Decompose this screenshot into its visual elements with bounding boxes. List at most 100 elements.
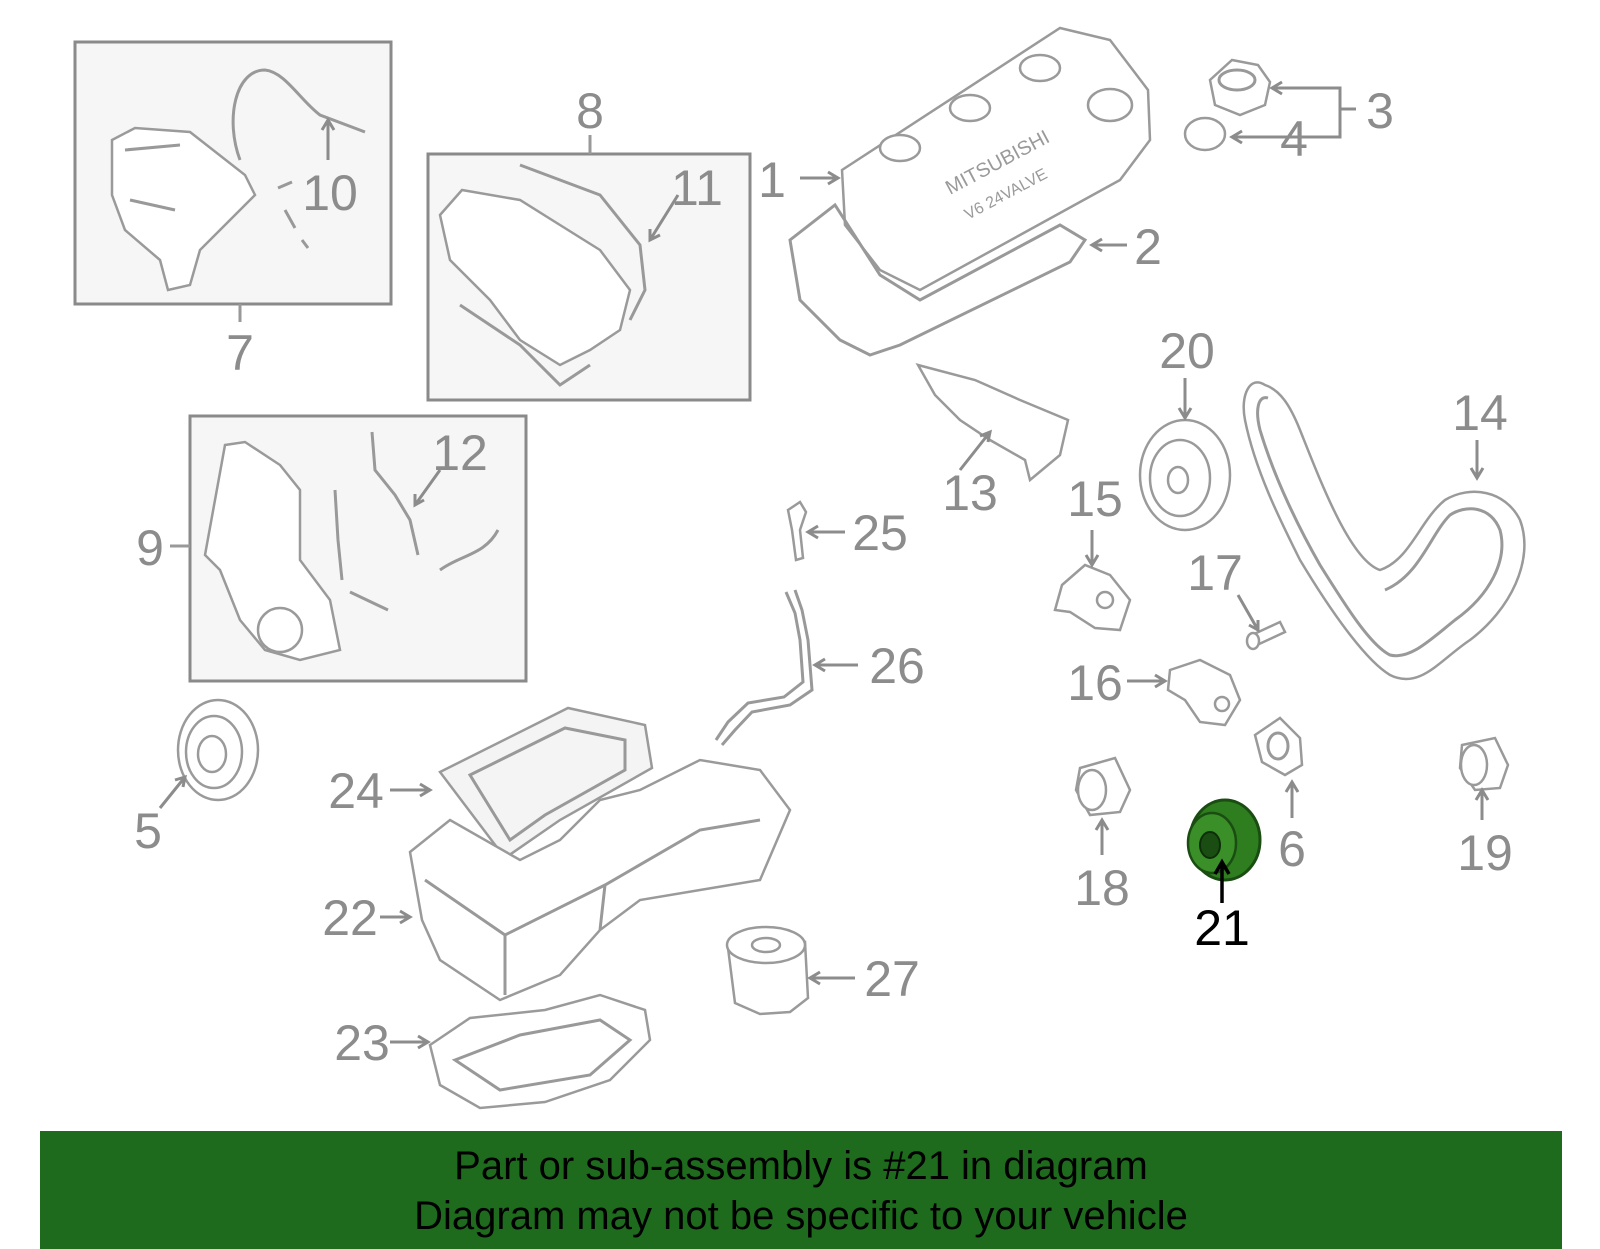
valve-cover-port-2: [948, 93, 992, 123]
oil-pan-lower-inner: [451, 1018, 633, 1092]
arrow-23: [390, 1034, 431, 1050]
part-group-7[interactable]: [73, 40, 393, 322]
timing-cover-upper-shape: [110, 126, 257, 292]
seal-sleeve-face: [1459, 743, 1489, 787]
tensioner-pulley: [1095, 590, 1115, 610]
part-13-bracket[interactable]: [915, 363, 1070, 483]
arrow-5: [158, 774, 187, 809]
part-6-sensor-plate[interactable]: [1253, 716, 1304, 777]
gasket-10-shape: [231, 68, 366, 161]
callout-label-6[interactable]: 6: [1278, 821, 1306, 877]
callout-label-24[interactable]: 24: [328, 763, 384, 819]
callout-label-19[interactable]: 19: [1457, 825, 1513, 881]
part-14-timing-belt[interactable]: [1242, 381, 1526, 681]
part-21-crank-sprocket[interactable]: [1186, 798, 1262, 882]
arrow-13: [958, 429, 993, 471]
callout-label-7[interactable]: 7: [226, 325, 254, 381]
arrow-17: [1236, 594, 1260, 633]
callout-label-16[interactable]: 16: [1067, 655, 1123, 711]
callout-label-23[interactable]: 23: [334, 1015, 390, 1071]
callout-label-25[interactable]: 25: [852, 505, 908, 561]
arrow-1: [800, 170, 841, 186]
part-26-dipstick-tube[interactable]: [714, 589, 814, 746]
timing-belt-inner: [1256, 396, 1504, 658]
callout-label-22[interactable]: 22: [322, 890, 378, 946]
pan-gasket-inner: [467, 726, 627, 843]
callout-label-14[interactable]: 14: [1452, 385, 1508, 441]
timing-cover-middle-shape: [438, 188, 632, 367]
arrow-14: [1469, 440, 1485, 481]
callout-label-20[interactable]: 20: [1159, 323, 1215, 379]
gasket-12-c: [439, 529, 500, 572]
arrow-15: [1084, 530, 1100, 568]
callout-label-4[interactable]: 4: [1280, 111, 1308, 167]
callout-label-13[interactable]: 13: [942, 465, 998, 521]
arrow-10: [320, 117, 336, 160]
part-17-bolt[interactable]: [1245, 620, 1287, 651]
part-4-oil-cap-seal[interactable]: [1183, 116, 1227, 152]
info-banner: Part or sub-assembly is #21 in diagram D…: [40, 1131, 1562, 1249]
sensor-plate-hole: [1266, 731, 1290, 761]
callout-label-18[interactable]: 18: [1074, 860, 1130, 916]
arrow-20: [1177, 378, 1193, 421]
part-16-tensioner-arm[interactable]: [1166, 658, 1242, 727]
arrow-22: [380, 909, 413, 925]
oil-fill-opening: [1086, 87, 1134, 123]
sensor-plate-shape: [1253, 716, 1304, 777]
part-2-valve-cover-gasket[interactable]: [788, 202, 1088, 357]
part-group-9[interactable]: [170, 414, 528, 683]
arrow-25: [805, 524, 845, 540]
callout-label-9[interactable]: 9: [136, 520, 164, 576]
oil-filter-port: [750, 936, 782, 954]
part-group-8[interactable]: [426, 135, 752, 402]
part-20-cam-sprocket[interactable]: [1138, 418, 1232, 532]
timing-cover-lower-shape: [203, 440, 342, 662]
part-27-oil-filter[interactable]: [725, 925, 810, 1016]
valve-cover-gasket-shape: [788, 202, 1088, 357]
part-18-idler-pulley[interactable]: [1074, 756, 1132, 817]
callout-label-21[interactable]: 21: [1194, 900, 1250, 956]
callout-label-26[interactable]: 26: [869, 638, 925, 694]
part-25-dipstick[interactable]: [786, 500, 808, 562]
callout-label-8[interactable]: 8: [576, 83, 604, 139]
callout-label-1[interactable]: 1: [758, 152, 786, 208]
valve-cover-port-3: [1018, 53, 1062, 83]
part-15-tensioner[interactable]: [1053, 563, 1132, 632]
callout-labels: 1 2 3 4 5 6 7 8 9 10 11 12 13 14 15 16 1…: [134, 83, 1513, 1071]
gasket-12-d: [349, 590, 389, 612]
arrow-21: [1213, 858, 1231, 903]
gasket-12-a: [370, 431, 420, 556]
part-22-oil-pan-upper[interactable]: [408, 758, 792, 1002]
dipstick-shape: [786, 500, 808, 562]
part-1-valve-cover[interactable]: MITSUBISHI V6 24VALVE: [840, 26, 1152, 292]
arrow-6: [1284, 779, 1300, 818]
oil-cap-seal-shape: [1183, 116, 1227, 152]
part-5-crank-pulley[interactable]: [176, 698, 260, 802]
callout-label-2[interactable]: 2: [1134, 219, 1162, 275]
tensioner-arm-bolt: [1213, 695, 1231, 713]
part-3-oil-cap[interactable]: [1208, 58, 1272, 117]
callout-arrows: [158, 80, 1490, 1050]
part-23-oil-pan-lower[interactable]: [428, 993, 652, 1110]
arrow-27: [807, 970, 855, 986]
callout-label-3[interactable]: 3: [1366, 83, 1394, 139]
banner-line-disclaimer: Diagram may not be specific to your vehi…: [414, 1194, 1188, 1238]
callout-label-15[interactable]: 15: [1067, 471, 1123, 527]
callout-label-12[interactable]: 12: [432, 425, 488, 481]
callout-label-27[interactable]: 27: [864, 951, 920, 1007]
seal-opening: [256, 606, 304, 654]
callout-label-10[interactable]: 10: [302, 165, 358, 221]
idler-pulley-face: [1076, 768, 1108, 812]
callout-label-11[interactable]: 11: [671, 160, 723, 216]
arrow-12: [413, 469, 442, 508]
oil-cap-shape: [1208, 58, 1272, 117]
callout-label-5[interactable]: 5: [134, 803, 162, 859]
gasket-11-shape: [519, 163, 647, 321]
arrow-24: [390, 782, 433, 798]
arrow-18: [1094, 817, 1110, 855]
part-19-seal-sleeve[interactable]: [1458, 736, 1510, 792]
oil-cap-top: [1217, 68, 1257, 92]
arrow-19: [1474, 787, 1490, 820]
callout-label-17[interactable]: 17: [1187, 545, 1243, 601]
